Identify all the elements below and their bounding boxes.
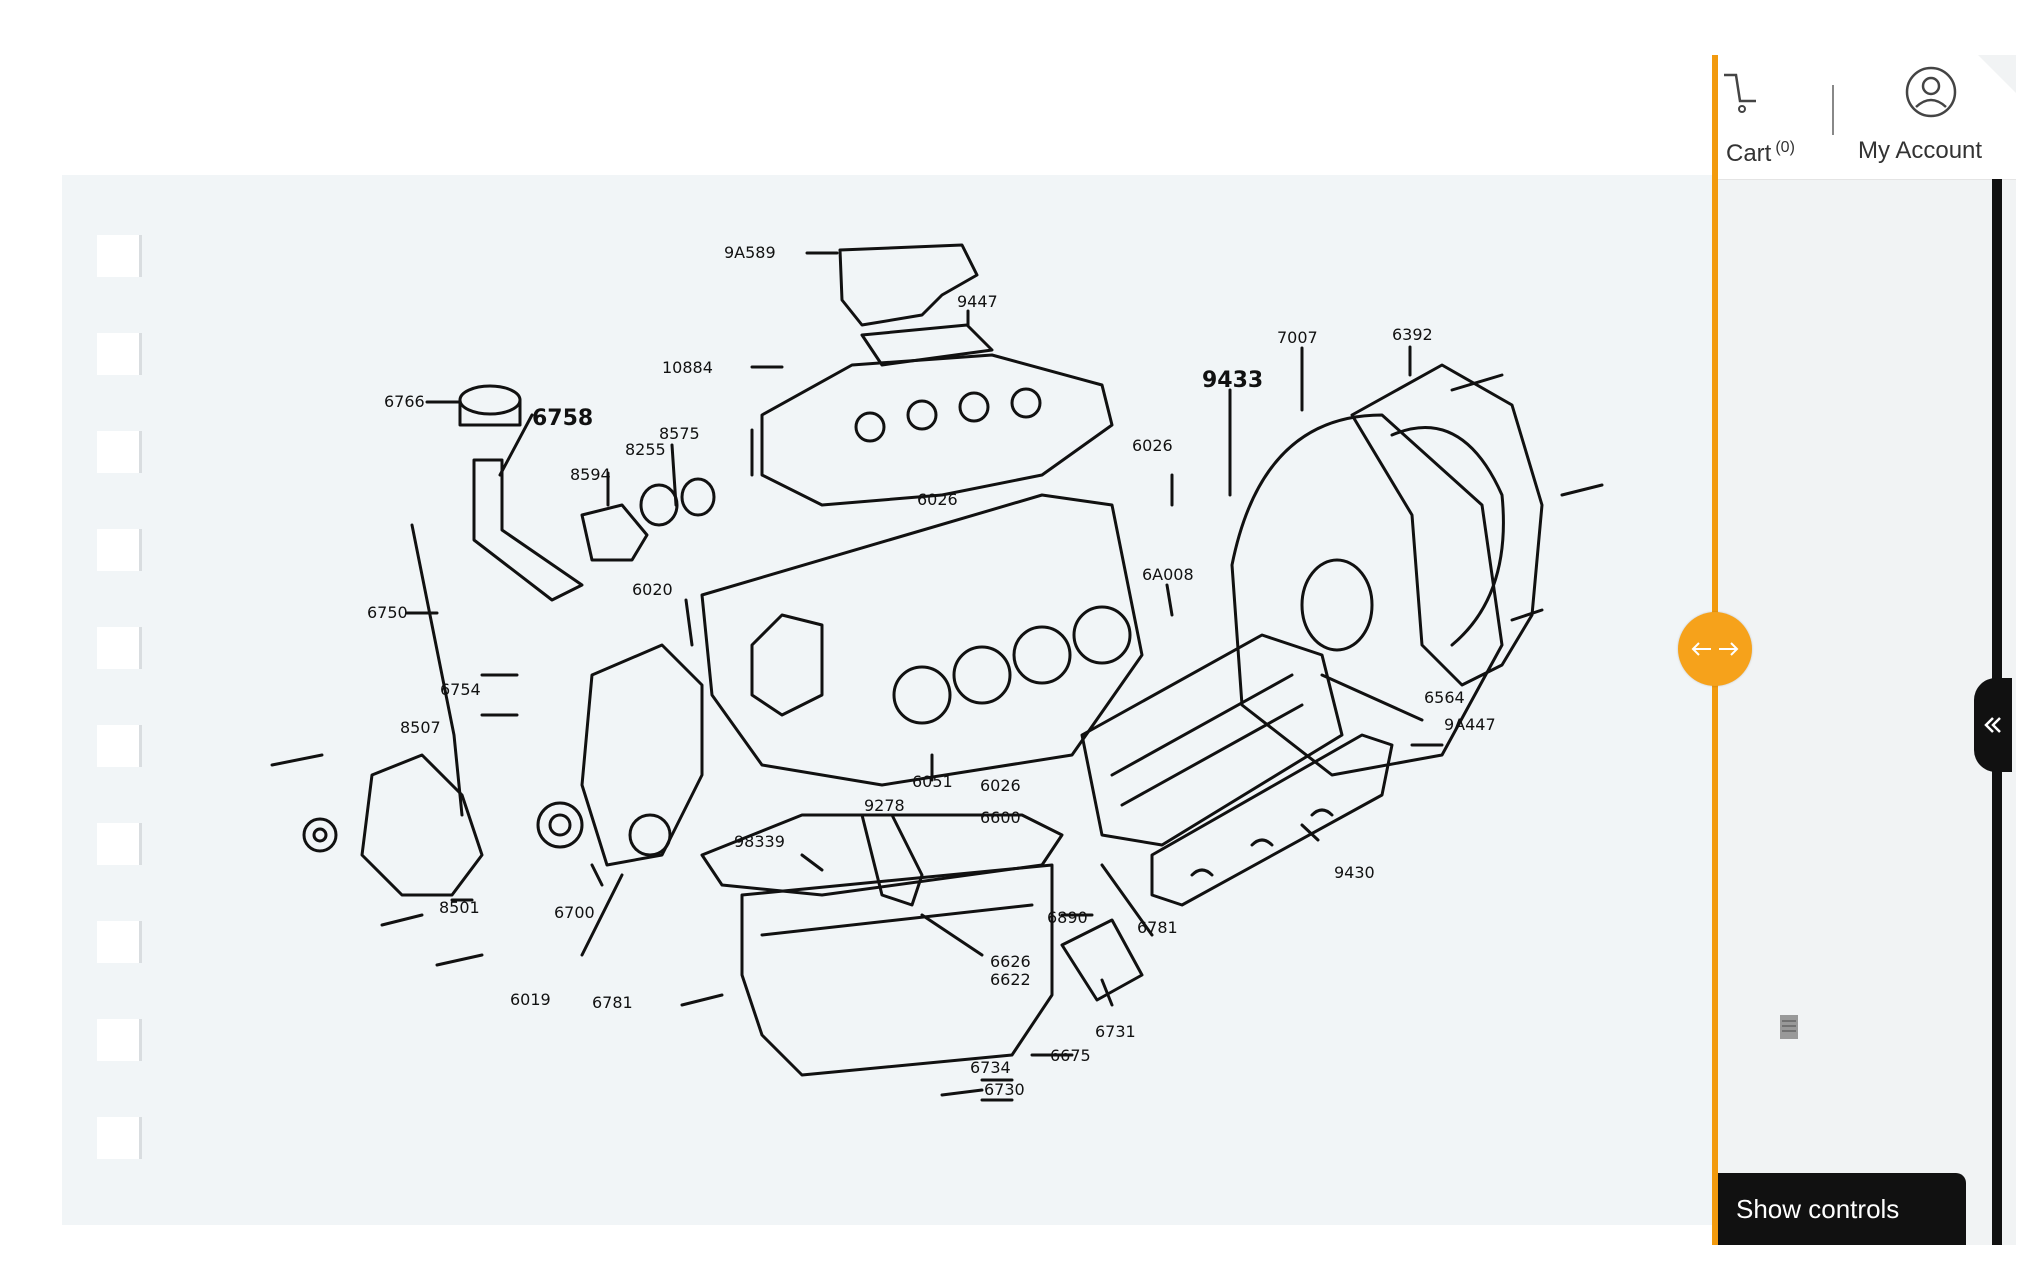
engine-exploded-view: 9A589 9447 10884 7007 6392 9433 6766 675… (270, 243, 1604, 1102)
cart-count: (0) (1775, 139, 1795, 156)
callout-8594: 8594 (570, 465, 611, 484)
show-controls-button[interactable]: Show controls (1716, 1173, 1966, 1245)
callout-6392: 6392 (1392, 325, 1433, 344)
header-divider (1832, 85, 1834, 135)
collapse-panel-button[interactable] (1974, 678, 2012, 772)
callout-6622: 6622 (990, 970, 1031, 989)
callout-8501: 8501 (439, 898, 480, 917)
callout-9A589: 9A589 (724, 243, 776, 262)
callout-9430: 9430 (1334, 863, 1375, 882)
punch-hole (97, 235, 142, 277)
callout-6700: 6700 (554, 903, 595, 922)
callout-6890: 6890 (1047, 908, 1088, 927)
site-header: Cart(0) My Account (1716, 55, 2016, 180)
callout-6600: 6600 (980, 808, 1021, 827)
punch-hole (97, 1117, 142, 1159)
punch-hole (97, 431, 142, 473)
callout-6026-low: 6026 (980, 776, 1021, 795)
my-account-link[interactable]: My Account (1850, 65, 2016, 169)
callout-98339: 98339 (734, 832, 785, 851)
right-panel: Cart(0) My Account Show controls (1716, 55, 2016, 1245)
callout-6019: 6019 (510, 990, 551, 1009)
callout-7007: 7007 (1277, 328, 1318, 347)
callout-6564: 6564 (1424, 688, 1465, 707)
callout-6731: 6731 (1095, 1022, 1136, 1041)
punch-hole (97, 529, 142, 571)
callout-9278: 9278 (864, 796, 905, 815)
callout-6766: 6766 (384, 392, 425, 411)
punch-hole (97, 823, 142, 865)
callout-6781-right: 6781 (1137, 918, 1178, 937)
double-chevron-left-icon (1984, 717, 2001, 733)
callout-10884: 10884 (662, 358, 713, 377)
user-circle-icon (1905, 66, 1957, 118)
punch-hole (97, 627, 142, 669)
punch-hole (97, 333, 142, 375)
cart-icon (1724, 73, 1756, 113)
callout-6626: 6626 (990, 952, 1031, 971)
punch-hole (97, 1019, 142, 1061)
callout-6734: 6734 (970, 1058, 1011, 1077)
callout-9A447: 9A447 (1444, 715, 1496, 734)
callout-6020: 6020 (632, 580, 673, 599)
callout-6051: 6051 (912, 772, 953, 791)
callout-6781-left: 6781 (592, 993, 633, 1012)
callout-6754: 6754 (440, 680, 481, 699)
punch-hole (97, 921, 142, 963)
callout-6026-mid: 6026 (917, 490, 958, 509)
punch-hole (97, 725, 142, 767)
callout-6758: 6758 (532, 406, 593, 431)
callout-8507: 8507 (400, 718, 441, 737)
callout-6675: 6675 (1050, 1046, 1091, 1065)
comparison-slider-handle[interactable] (1678, 612, 1752, 686)
callout-8575: 8575 (659, 424, 700, 443)
thumbnail-icon (1780, 1015, 1798, 1039)
left-right-arrows-icon (1691, 642, 1739, 656)
callout-6730: 6730 (984, 1080, 1025, 1099)
callout-9447: 9447 (957, 292, 998, 311)
callout-9433: 9433 (1202, 368, 1263, 393)
engine-diagram-sheet: 9A589 9447 10884 7007 6392 9433 6766 675… (62, 175, 1717, 1225)
my-account-label: My Account (1858, 137, 1983, 164)
cart-label: Cart (1726, 140, 1772, 167)
callout-6750: 6750 (367, 603, 408, 622)
callout-6026-top: 6026 (1132, 436, 1173, 455)
callout-8255: 8255 (625, 440, 666, 459)
cart-link[interactable]: Cart(0) (1722, 67, 1832, 167)
callout-6A008: 6A008 (1142, 565, 1194, 584)
